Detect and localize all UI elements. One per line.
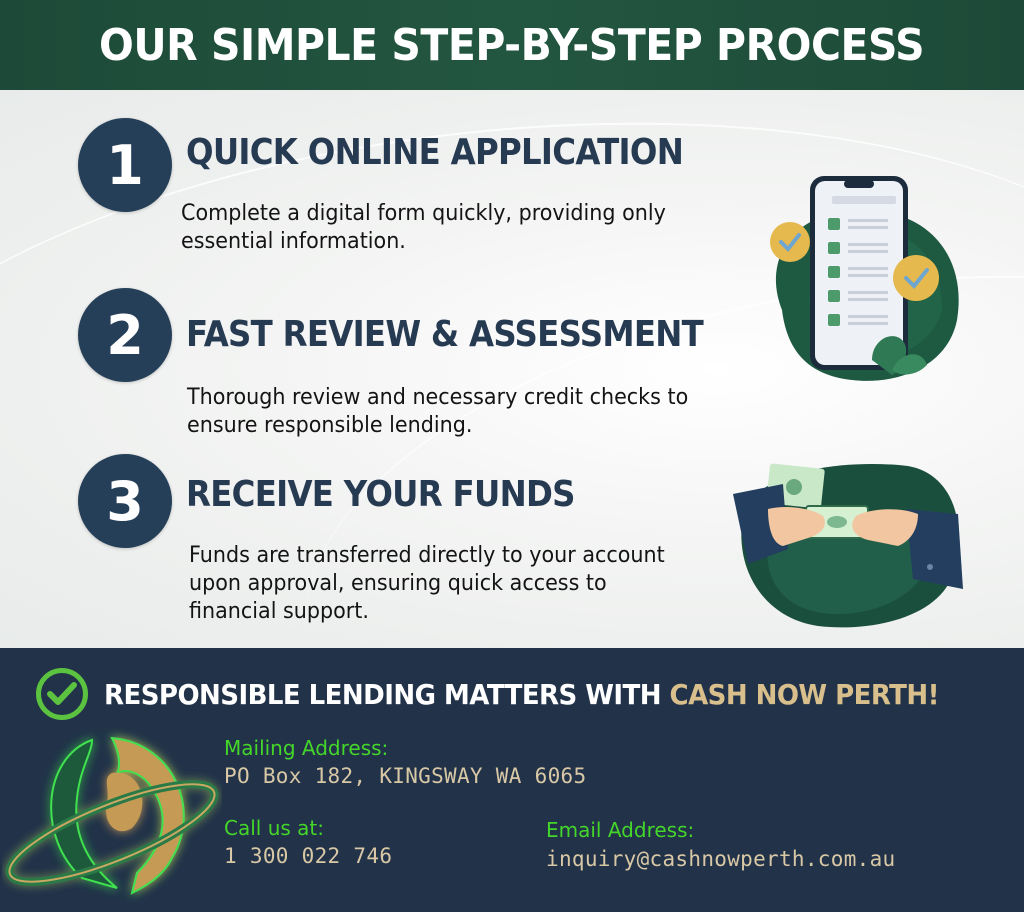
footer: RESPONSIBLE LENDING MATTERS WITH CASH NO… [0,648,1024,912]
step-description: Funds are transferred directly to your a… [189,543,665,624]
phone-value[interactable]: 1 300 022 746 [224,844,393,868]
step-description: Thorough review and necessary credit che… [187,385,689,438]
company-logo-icon [5,736,219,895]
step-description: Complete a digital form quickly, providi… [181,201,666,254]
step-title: QUICK ONLINE APPLICATION [186,132,684,173]
mailing-address-label: Mailing Address: [224,736,389,760]
page-title: OUR SIMPLE STEP-BY-STEP PROCESS [99,19,925,71]
email-label: Email Address: [546,818,695,842]
phone-label: Call us at: [224,816,324,840]
check-circle-icon [36,668,88,720]
phone-checklist-icon [770,176,959,381]
tagline: RESPONSIBLE LENDING MATTERS WITH CASH NO… [36,668,1002,720]
steps-section: 1 QUICK ONLINE APPLICATION Complete a di… [0,90,1024,648]
email-value[interactable]: inquiry@cashnowperth.com.au [546,847,896,871]
step-number-badge: 1 [78,118,172,212]
page-header: OUR SIMPLE STEP-BY-STEP PROCESS [0,0,1024,90]
cash-handover-icon [733,463,963,628]
step-title: FAST REVIEW & ASSESSMENT [186,314,704,355]
tagline-text: RESPONSIBLE LENDING MATTERS WITH CASH NO… [104,678,939,711]
step-number-badge: 3 [78,454,172,548]
mailing-address-value: PO Box 182, KINGSWAY WA 6065 [224,764,587,788]
brand-name: CASH NOW PERTH! [669,677,940,711]
step-number-badge: 2 [78,288,172,382]
step-title: RECEIVE YOUR FUNDS [186,474,575,515]
tagline-prefix: RESPONSIBLE LENDING MATTERS WITH [104,677,670,711]
